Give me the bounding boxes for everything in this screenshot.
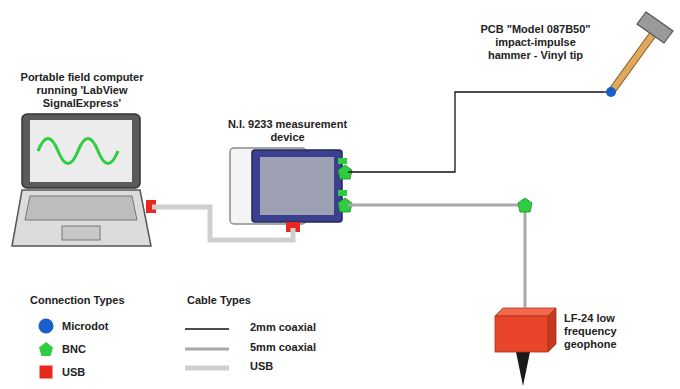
legend-sample-graphic (38, 318, 54, 334)
sine-wave (38, 139, 118, 164)
cable-sample (185, 348, 229, 351)
legend-sample-graphic (38, 341, 54, 357)
cable-connector (348, 205, 525, 308)
legend-label: Microdot (62, 320, 108, 333)
device-front-panel (252, 150, 342, 222)
cable-sample (185, 328, 229, 329)
laptop-base (12, 190, 151, 246)
legend-label: USB (250, 360, 273, 373)
node-label: LF-24 low frequency geophone (564, 312, 638, 351)
geophone-spike (516, 352, 530, 386)
geophone-illustration (495, 308, 556, 386)
cable-connector (348, 92, 604, 172)
legend-sample-graphic (38, 364, 54, 380)
device-label-plate (260, 157, 334, 215)
laptop-node: Portable field computer running 'LabView… (12, 112, 152, 250)
hammer-handle-edge (614, 30, 656, 88)
legend-heading: Connection Types (30, 294, 125, 307)
legend-sample-graphic (185, 343, 229, 355)
laptop-screen (30, 120, 132, 182)
cable-connector (152, 207, 293, 240)
cable-sample (185, 366, 229, 371)
legend-sample-graphic (185, 362, 229, 374)
laptop-keyboard (25, 196, 137, 220)
legend-swatch (38, 341, 54, 357)
legend-heading: Cable Types (187, 294, 251, 307)
legend-line-sample (185, 341, 229, 353)
legend-swatch (38, 318, 54, 334)
hammer-illustration (604, 12, 673, 97)
microdot-connector (606, 87, 616, 97)
geophone-top (495, 308, 556, 316)
connector-sample (39, 342, 53, 356)
laptop-touchpad (62, 226, 100, 240)
measurement-device-node: N.I. 9233 measurement device (230, 147, 348, 228)
bnc-port (338, 158, 347, 164)
legend-label: 5mm coaxial (250, 341, 316, 354)
hammer-node: PCB "Model 087B50" impact-impulse hammer… (604, 10, 676, 100)
connector-sample (39, 319, 54, 334)
geophone-side (548, 308, 556, 352)
connector-sample (40, 366, 53, 379)
measurement-device-illustration (230, 148, 352, 232)
legend-label: 2mm coaxial (250, 321, 316, 334)
laptop-illustration (12, 114, 156, 246)
bnc-connector (518, 198, 532, 212)
legend-swatch (38, 364, 54, 380)
node-label: N.I. 9233 measurement device (220, 118, 355, 144)
legend-sample-graphic (185, 323, 229, 335)
hammer-head (637, 12, 673, 43)
legend-label: USB (62, 366, 85, 379)
geophone-body (495, 316, 548, 352)
legend-line-sample (185, 321, 229, 333)
legend-line-sample (185, 360, 229, 372)
legend-label: BNC (62, 343, 86, 356)
node-label: PCB "Model 087B50" impact-impulse hammer… (473, 23, 598, 62)
hammer-handle (614, 30, 656, 88)
laptop-screen-frame (22, 114, 140, 188)
bnc-port (338, 190, 347, 196)
node-label: Portable field computer running 'LabView… (7, 71, 157, 110)
geophone-node: LF-24 low frequency geophone (495, 308, 556, 352)
